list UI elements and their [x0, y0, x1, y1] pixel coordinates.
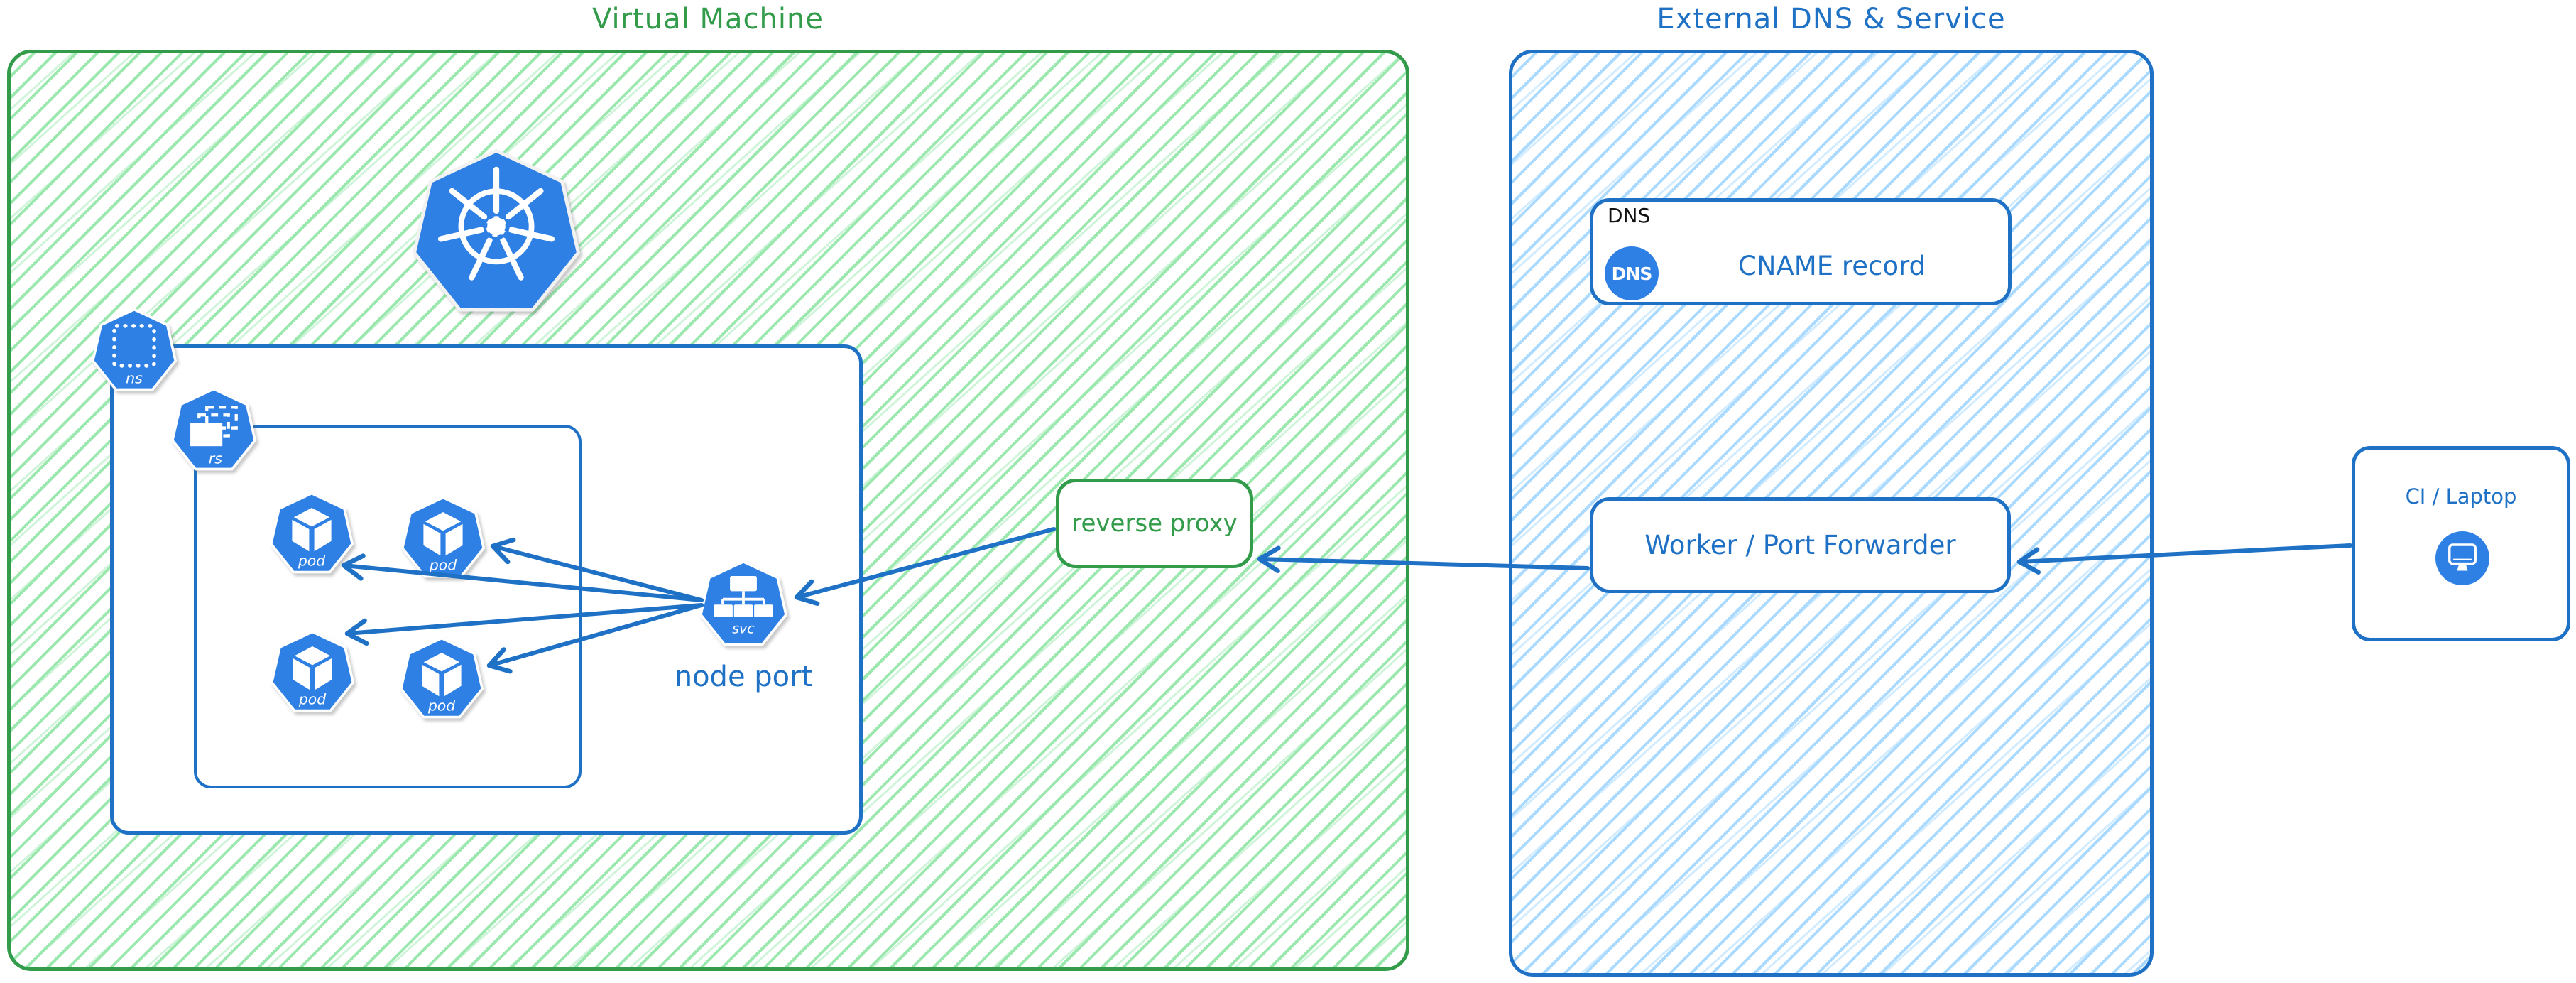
- pod-icon: pod: [400, 495, 486, 580]
- service-icon: svc: [699, 559, 788, 648]
- cname-record-label: CNAME record: [1737, 250, 1926, 281]
- dns-badge-icon: DNS: [1605, 246, 1659, 300]
- replicaset-box: [194, 425, 582, 788]
- dns-card: [1590, 198, 2012, 305]
- reverse-proxy-node: reverse proxy: [1056, 479, 1253, 568]
- ns-icon-label: ns: [126, 369, 143, 386]
- monitor-icon: [2435, 531, 2489, 585]
- svc-icon-label: svc: [732, 621, 755, 637]
- replicaset-icon: rs: [170, 386, 257, 473]
- pod-icon-label: pod: [298, 553, 326, 570]
- pod-icon: pod: [399, 636, 484, 721]
- pod-icon-label: pod: [298, 691, 327, 708]
- dns-badge-label: DNS: [1611, 263, 1653, 284]
- worker-label: Worker / Port Forwarder: [1644, 530, 1956, 560]
- dns-tag-label: DNS: [1608, 204, 1651, 227]
- pod-icon-label: pod: [427, 697, 456, 715]
- pod-icon: pod: [269, 491, 354, 576]
- worker-port-forwarder-node: Worker / Port Forwarder: [1590, 497, 2011, 593]
- ci-laptop-label: CI / Laptop: [2405, 484, 2517, 509]
- rs-icon-label: rs: [209, 450, 223, 467]
- reverse-proxy-label: reverse proxy: [1071, 509, 1238, 538]
- namespace-icon: ns: [91, 307, 178, 393]
- external-dns-service-title: External DNS & Service: [1657, 3, 2006, 36]
- kubernetes-logo-icon: [410, 146, 582, 317]
- pod-icon: pod: [270, 629, 355, 715]
- node-port-label: node port: [674, 661, 813, 693]
- pod-icon-label: pod: [429, 557, 457, 574]
- virtual-machine-title: Virtual Machine: [592, 3, 824, 36]
